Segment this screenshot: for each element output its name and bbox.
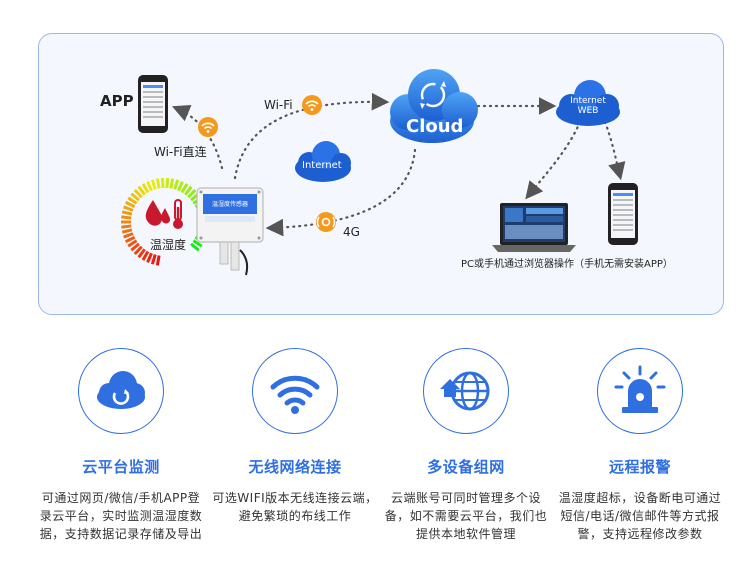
feature-title: 云平台监测 [82,458,160,476]
gauge-tick [155,255,161,266]
feature-desc: 可选WIFI版本无线连接云端，避免繁琐的布线工作 [212,491,378,523]
cloud-sync-icon [97,371,145,409]
gauge-tick [177,181,184,192]
4g-badge-icon [316,212,336,232]
gauge-tick [146,181,153,192]
feature-icon-ring [252,348,338,434]
gauge-tick [141,183,150,194]
feature-title: 多设备组网 [427,458,505,476]
wifi-label: Wi-Fi [264,98,293,112]
internet-web-line2: WEB [577,106,599,116]
gauge-tick [121,215,132,220]
feature-icon-ring [78,348,164,434]
gauge-tick [146,252,153,263]
gauge-tick [123,232,134,239]
pc-caption: PC或手机通过浏览器操作（手机无需安装APP） [461,259,673,270]
app-label: APP [100,92,134,110]
features-row: 云平台监测 可通过网页/微信/手机APP登录云平台，实时监测温湿度数据，支持数据… [0,348,750,584]
gauge-tick [165,177,170,189]
feature-wireless: 无线网络连接 可选WIFI版本无线连接云端，避免繁琐的布线工作 [207,348,383,525]
internet-web-label: Internet WEB [566,96,610,116]
line-cloud-to-device [265,148,417,237]
water-drop-icon [145,200,171,226]
feature-multi-device: 多设备组网 云端账号可同时管理多个设备，如不需要云平台，我们也提供本地软件管理 [378,348,554,543]
wifi-direct-label: Wi-Fi直连 [154,145,207,159]
gauge-tick [130,192,140,202]
gauge-tick [121,210,133,216]
gauge-tick [169,178,175,189]
alarm-siren-icon [614,365,666,413]
app-phone-icon [138,75,168,133]
gauge-tick [173,179,180,190]
gauge-tick [133,188,143,199]
gauge-tick [192,239,203,248]
gauge-tick [121,228,133,234]
mobile-phone-icon [608,183,638,245]
thermometer-icon [173,199,183,229]
feature-title: 远程报警 [608,458,671,476]
gauge-tick [184,185,193,196]
gauge-tick [150,254,157,265]
gauge-tick [187,188,197,199]
cloud-platform-icon [390,69,478,143]
internet-web-cloud-icon [556,80,620,126]
feature-remote-alarm: 远程报警 温湿度超标，设备断电可通过短信/电话/微信邮件等方式报警，支持远程修改… [552,348,728,543]
wifi-direct-badge-icon [198,117,218,137]
gauge-tick [190,242,200,252]
line-device-to-cloud [233,92,390,180]
4g-label: 4G [343,225,360,239]
feature-title: 无线网络连接 [248,458,342,476]
feature-icon-ring [423,348,509,434]
gauge-tick [127,196,138,205]
connectivity-diagram [121,69,638,276]
gauge-tick [121,224,132,229]
gauge-tick [155,178,161,189]
feature-desc: 云端账号可同时管理多个设备，如不需要云平台，我们也提供本地软件管理 [384,491,548,541]
gauge-tick [127,239,138,248]
gauge-tick [133,245,143,256]
device-screen-label: 温湿度传感器 [211,201,248,208]
wifi-cloud-badge-icon [302,95,322,115]
feature-desc: 可通过网页/微信/手机APP登录云平台，实时监测温湿度数据，支持数据记录存储及导… [39,491,203,541]
gauge-tick [123,205,134,212]
line-web-to-phone [603,120,626,181]
sensor-label: 温湿度 [150,238,187,252]
feature-desc: 温湿度超标，设备断电可通过短信/电话/微信邮件等方式报警，支持远程修改参数 [558,491,722,541]
gauge-tick [137,248,146,259]
internet-cloud-icon [295,141,351,182]
gauge-tick [160,177,165,189]
connection-lines [171,92,626,237]
gauge-tick [125,235,136,244]
feature-cloud-monitoring: 云平台监测 可通过网页/微信/手机APP登录云平台，实时监测温湿度数据，支持数据… [33,348,209,543]
gauge-tick [180,183,189,194]
cloud-label: Cloud [406,116,464,137]
sensor-device-icon [196,187,264,276]
gauge-tick [137,185,146,196]
internet-web-line1: Internet [570,96,606,106]
gauge-tick [141,250,150,261]
gauge-tick [125,200,136,209]
globe-network-icon [440,371,490,411]
gauge-tick [130,242,140,252]
gauge-tick [150,179,157,190]
internet-label: Internet [302,160,342,171]
wifi-icon [270,375,320,414]
laptop-icon [492,203,576,252]
feature-icon-ring [597,348,683,434]
line-web-to-pc [525,120,582,200]
